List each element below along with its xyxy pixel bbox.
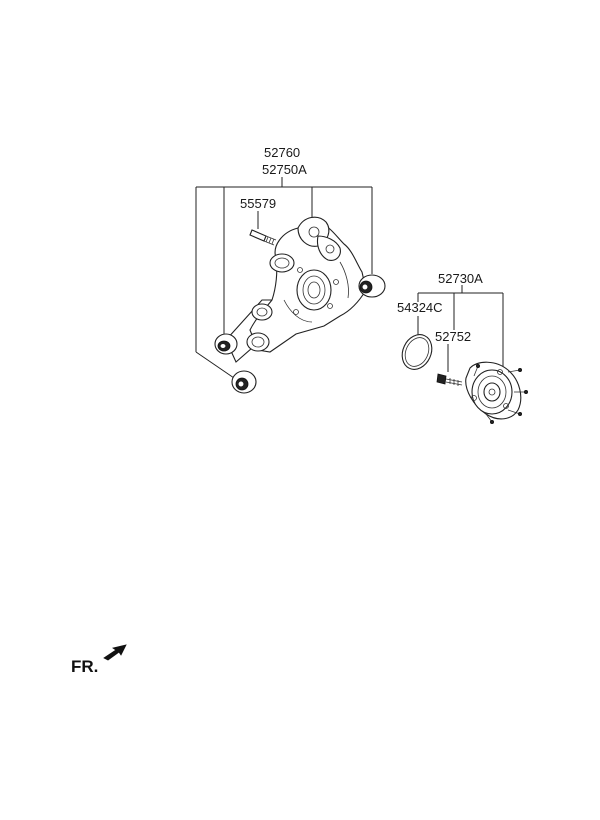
bushing-lower-left[interactable] [231,370,257,394]
leader-lines-knuckle [195,177,373,379]
stud-55579[interactable] [249,229,277,246]
bushing-right[interactable] [358,274,386,298]
label-52752[interactable]: 52752 [435,329,471,344]
label-54324c[interactable]: 54324C [397,300,443,315]
fr-label: FR. [71,657,98,676]
rear-knuckle-assembly[interactable] [225,216,367,363]
wheel-hub-52730a[interactable] [465,361,529,424]
label-55579[interactable]: 55579 [240,196,276,211]
label-52730a[interactable]: 52730A [438,271,483,286]
front-direction-marker: FR. [71,644,127,676]
o-ring-54324c[interactable] [397,330,438,374]
fr-arrow-icon [103,644,127,661]
leader-lines-hub [417,285,504,372]
label-52750a[interactable]: 52750A [262,162,307,177]
bushing-upper-left[interactable] [214,333,238,355]
hub-bolt-52752[interactable] [436,373,463,386]
label-52760[interactable]: 52760 [264,145,300,160]
